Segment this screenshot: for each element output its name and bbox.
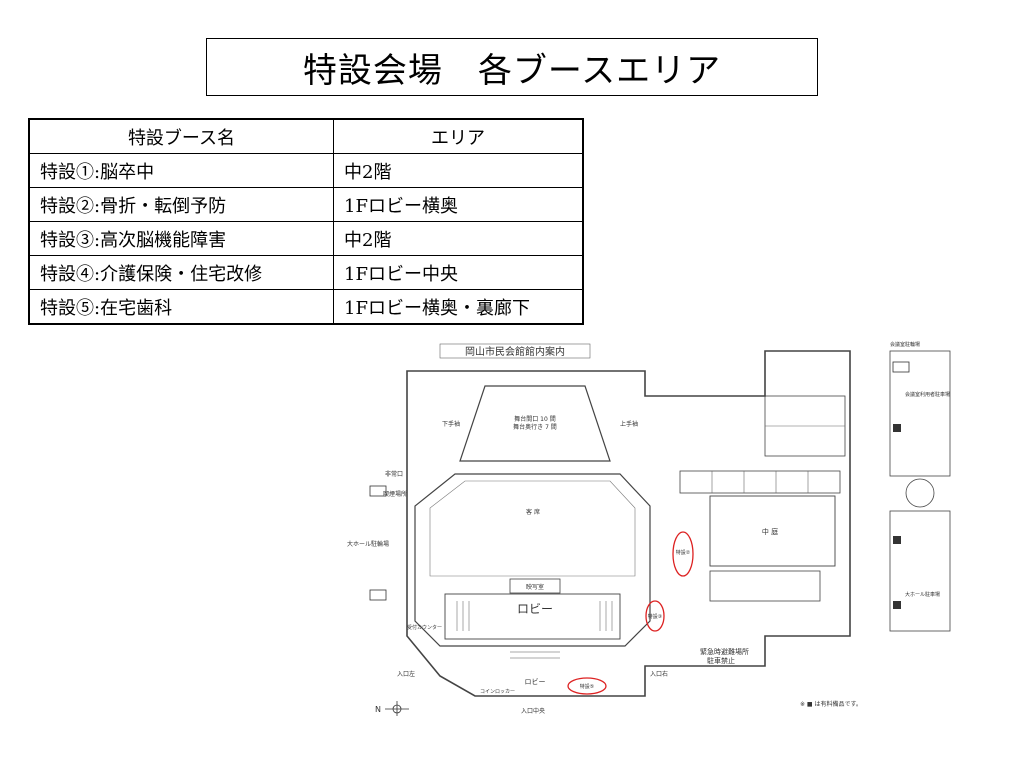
stage-left-label: 下手袖 xyxy=(442,420,460,428)
footer-note: ※ ■ は有料備品です。 xyxy=(800,700,862,708)
right-parking-label-2: 会議室利用者駐車場 xyxy=(905,391,950,398)
lobby-bottom-label: ロビー xyxy=(525,677,546,686)
stage-depth-label: 舞台奥行き 7 間 xyxy=(513,423,557,431)
reception-label: 受付カウンター xyxy=(407,624,442,631)
table-row: 特設④:介護保険・住宅改修 1Fロビー中央 xyxy=(28,255,584,290)
entrance-right-label: 入口右 xyxy=(650,670,668,678)
bicycle-parking-icon xyxy=(892,361,910,373)
booth-area-cell: 1Fロビー横奥 xyxy=(333,187,584,222)
booth-name-cell: 特設①:脳卒中 xyxy=(28,153,334,188)
entrance-center-label: 入口中央 xyxy=(521,707,545,715)
smoking-area-label: 喫煙場所 xyxy=(383,490,407,498)
booth-area-cell: 1Fロビー中央 xyxy=(333,255,584,290)
right-parking-label-3: 大ホール駐車場 xyxy=(905,591,940,598)
booth-area-cell: 中2階 xyxy=(333,153,584,188)
column-header-booth-name: 特設ブース名 xyxy=(28,118,334,154)
control-room-label: 映写室 xyxy=(526,583,544,591)
parking-notice-2: 駐車禁止 xyxy=(707,656,735,665)
booth-marker-5: 特設⑤ xyxy=(580,683,594,690)
booth-area-cell: 1Fロビー横奥・裏廊下 xyxy=(333,289,584,325)
booth-area-cell: 中2階 xyxy=(333,221,584,256)
booth-name-cell: 特設②:骨折・転倒予防 xyxy=(28,187,334,222)
stage-right-label: 上手袖 xyxy=(620,420,638,428)
table-row: 特設②:骨折・転倒予防 1Fロビー横奥 xyxy=(28,187,584,222)
booth-marker-circle xyxy=(567,677,607,695)
booth-marker-2: 特設② xyxy=(676,549,691,556)
table-row: 特設③:高次脳機能障害 中2階 xyxy=(28,221,584,256)
parking-p-icon xyxy=(893,424,901,432)
right-parking-label-1: 会議室駐輪場 xyxy=(890,341,920,348)
audience-label: 客 席 xyxy=(526,508,540,516)
booth-marker-circle xyxy=(645,600,665,632)
stage-label: 舞台間口 10 間 xyxy=(514,415,555,423)
table-header-row: 特設ブース名 エリア xyxy=(28,118,584,154)
bicycle-parking-icon xyxy=(369,589,387,601)
courtyard-label: 中 庭 xyxy=(762,527,778,536)
table-row: 特設⑤:在宅歯科 1Fロビー横奥・裏廊下 xyxy=(28,289,584,325)
booth-marker-3: 特設③ xyxy=(648,613,662,620)
coin-locker-label: コインロッカー xyxy=(480,689,515,695)
booth-area-table: 特設ブース名 エリア 特設①:脳卒中 中2階 特設②:骨折・転倒予防 1Fロビー… xyxy=(28,118,584,325)
left-parking-label: 大ホール駐輪場 xyxy=(347,540,389,548)
parking-p-icon xyxy=(893,536,901,544)
parking-notice-1: 緊急時避難場所 xyxy=(700,647,749,656)
map-title: 岡山市民会館館内案内 xyxy=(465,345,565,358)
table-row: 特設①:脳卒中 中2階 xyxy=(28,153,584,188)
north-arrow-label: N xyxy=(375,705,381,714)
page-title: 特設会場 各ブースエリア xyxy=(206,38,818,96)
booth-marker-circle xyxy=(672,531,694,577)
entrance-left-label: 入口左 xyxy=(397,670,415,678)
north-arrow-icon xyxy=(385,701,409,716)
bicycle-parking-icon xyxy=(369,485,387,497)
booth-name-cell: 特設③:高次脳機能障害 xyxy=(28,221,334,256)
emergency-exit-label: 非常口 xyxy=(385,470,403,478)
lobby-label: ロビー xyxy=(517,602,553,616)
booth-name-cell: 特設⑤:在宅歯科 xyxy=(28,289,334,325)
column-header-area: エリア xyxy=(333,118,584,154)
parking-p-icon xyxy=(893,601,901,609)
booth-name-cell: 特設④:介護保険・住宅改修 xyxy=(28,255,334,290)
floor-map: 岡山市民会館館内案内 舞台間口 10 間 舞台奥行き 7 間 下手袖 上手袖 客… xyxy=(347,341,951,716)
